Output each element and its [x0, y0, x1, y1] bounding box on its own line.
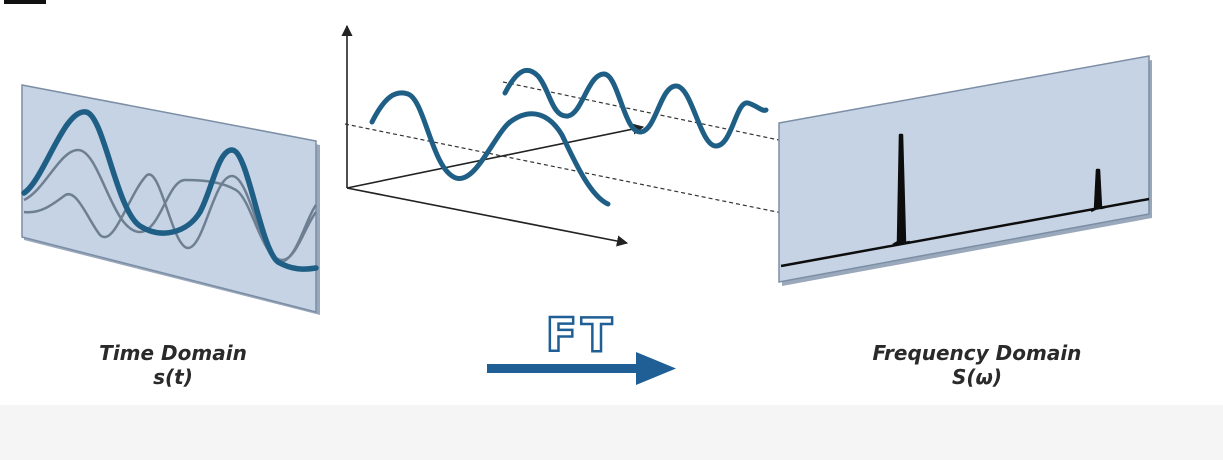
frequency-domain-caption: Frequency Domain S(ω): [792, 341, 1162, 389]
time-domain-title: Time Domain: [99, 341, 247, 365]
spectrum-peak-high: [1090, 168, 1106, 213]
transform-arrow-shaft: [487, 364, 643, 373]
frequency-domain-panel: [778, 55, 1152, 286]
time-axis: [346, 187, 629, 247]
time-domain-panel: [21, 84, 320, 315]
projection-line-low: [344, 123, 896, 237]
transform-label: FT: [544, 308, 617, 362]
corner-mark: [4, 0, 46, 4]
time-domain-caption: Time Domain s(t): [38, 341, 308, 389]
frequency-axis: [346, 123, 645, 189]
bottom-band: [0, 405, 1223, 460]
frequency-baseline: [780, 197, 1150, 268]
time-panel: [21, 84, 317, 313]
sinusoid-low-frequency: [369, 90, 611, 207]
sinusoid-components: [369, 67, 769, 207]
frequency-panel: [778, 55, 1150, 283]
frequency-domain-symbol: S(ω): [951, 365, 1003, 389]
frequency-domain-title: Frequency Domain: [872, 341, 1082, 365]
sinusoid-high-frequency: [502, 67, 769, 149]
time-domain-symbol: s(t): [153, 365, 193, 389]
time-signal-component-a: [23, 148, 318, 262]
spectrum-peak-low: [892, 133, 911, 247]
transform-arrow: [487, 352, 676, 385]
3d-axes: [341, 24, 645, 247]
transform-arrow-head: [636, 352, 676, 385]
time-signal-composite: [21, 109, 319, 272]
